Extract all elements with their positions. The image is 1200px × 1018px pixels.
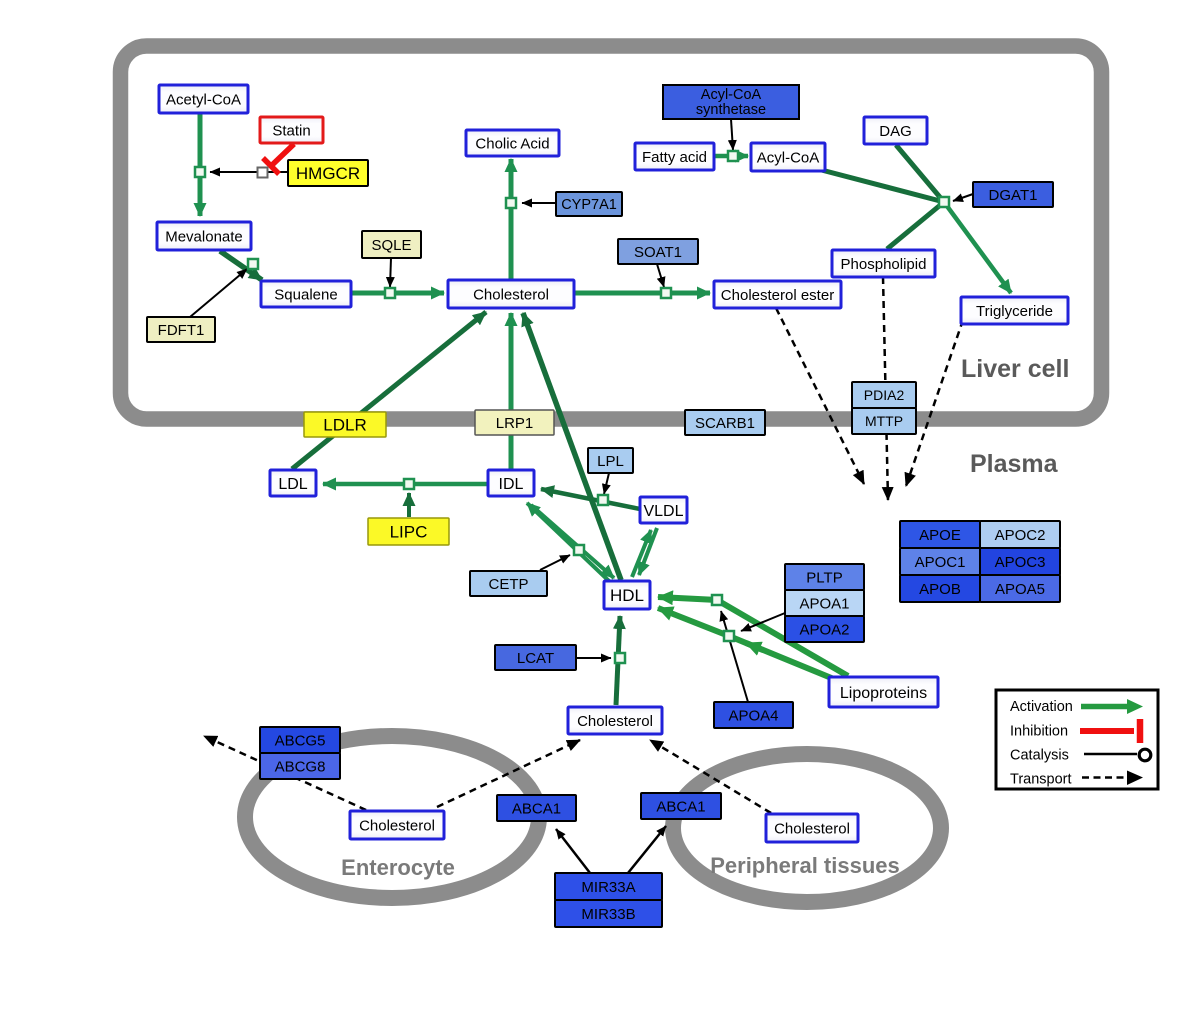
svg-text:ABCA1: ABCA1 — [656, 798, 705, 815]
svg-text:APOC2: APOC2 — [995, 527, 1046, 544]
svg-text:SCARB1: SCARB1 — [695, 415, 755, 432]
svg-text:Mevalonate: Mevalonate — [165, 228, 243, 245]
svg-text:Lipoproteins: Lipoproteins — [840, 685, 927, 702]
svg-text:Cholesterol: Cholesterol — [359, 817, 435, 834]
svg-text:APOA2: APOA2 — [799, 621, 849, 638]
svg-text:APOE: APOE — [919, 527, 961, 544]
svg-text:Cholesterol: Cholesterol — [774, 820, 850, 837]
svg-text:Squalene: Squalene — [274, 286, 337, 303]
svg-text:Acyl-CoA: Acyl-CoA — [757, 149, 820, 166]
svg-text:Acyl-CoA: Acyl-CoA — [701, 87, 762, 103]
svg-text:APOA4: APOA4 — [728, 707, 778, 724]
svg-text:SOAT1: SOAT1 — [634, 244, 682, 261]
svg-text:APOC3: APOC3 — [995, 554, 1046, 571]
svg-text:Liver cell: Liver cell — [961, 355, 1069, 383]
svg-text:Catalysis: Catalysis — [1010, 748, 1069, 764]
svg-text:Acetyl-CoA: Acetyl-CoA — [166, 91, 241, 108]
svg-text:ABCG5: ABCG5 — [275, 732, 326, 749]
svg-text:DAG: DAG — [879, 123, 912, 140]
svg-text:synthetase: synthetase — [696, 102, 766, 118]
svg-text:Triglyceride: Triglyceride — [976, 303, 1053, 320]
svg-text:Cholic Acid: Cholic Acid — [475, 135, 549, 152]
svg-text:APOA1: APOA1 — [799, 595, 849, 612]
svg-text:Enterocyte: Enterocyte — [341, 855, 455, 880]
svg-text:LDLR: LDLR — [323, 416, 366, 435]
svg-text:DGAT1: DGAT1 — [989, 187, 1038, 204]
svg-text:Plasma: Plasma — [970, 450, 1059, 478]
svg-text:Cholesterol: Cholesterol — [473, 286, 549, 303]
svg-text:APOB: APOB — [919, 581, 961, 598]
svg-text:LIPC: LIPC — [390, 523, 428, 542]
svg-text:HDL: HDL — [610, 586, 644, 605]
svg-text:Cholesterol: Cholesterol — [577, 713, 653, 730]
svg-text:APOC1: APOC1 — [915, 554, 966, 571]
svg-text:LCAT: LCAT — [517, 650, 554, 667]
svg-text:LDL: LDL — [278, 476, 307, 493]
svg-text:CETP: CETP — [488, 576, 528, 593]
svg-text:PDIA2: PDIA2 — [864, 387, 905, 403]
svg-text:LRP1: LRP1 — [496, 415, 534, 432]
svg-text:MIR33A: MIR33A — [581, 879, 635, 896]
svg-text:VLDL: VLDL — [643, 503, 683, 520]
svg-text:ABCA1: ABCA1 — [512, 800, 561, 817]
svg-text:Transport: Transport — [1010, 772, 1072, 788]
svg-text:IDL: IDL — [499, 476, 524, 493]
svg-text:APOA5: APOA5 — [995, 581, 1045, 598]
svg-text:HMGCR: HMGCR — [296, 164, 360, 183]
svg-text:Phospholipid: Phospholipid — [841, 256, 927, 273]
svg-text:Inhibition: Inhibition — [1010, 724, 1068, 740]
svg-text:MIR33B: MIR33B — [581, 906, 635, 923]
svg-text:Cholesterol ester: Cholesterol ester — [721, 287, 834, 304]
svg-text:Fatty acid: Fatty acid — [642, 149, 707, 166]
svg-text:SQLE: SQLE — [371, 237, 411, 254]
svg-text:LPL: LPL — [597, 453, 624, 470]
svg-text:Statin: Statin — [272, 122, 310, 139]
svg-text:ABCG8: ABCG8 — [275, 758, 326, 775]
svg-text:MTTP: MTTP — [865, 413, 903, 429]
svg-text:Activation: Activation — [1010, 699, 1073, 715]
svg-text:CYP7A1: CYP7A1 — [561, 197, 617, 213]
svg-text:Peripheral tissues: Peripheral tissues — [710, 853, 900, 878]
svg-text:FDFT1: FDFT1 — [158, 322, 205, 339]
svg-text:PLTP: PLTP — [806, 569, 842, 586]
